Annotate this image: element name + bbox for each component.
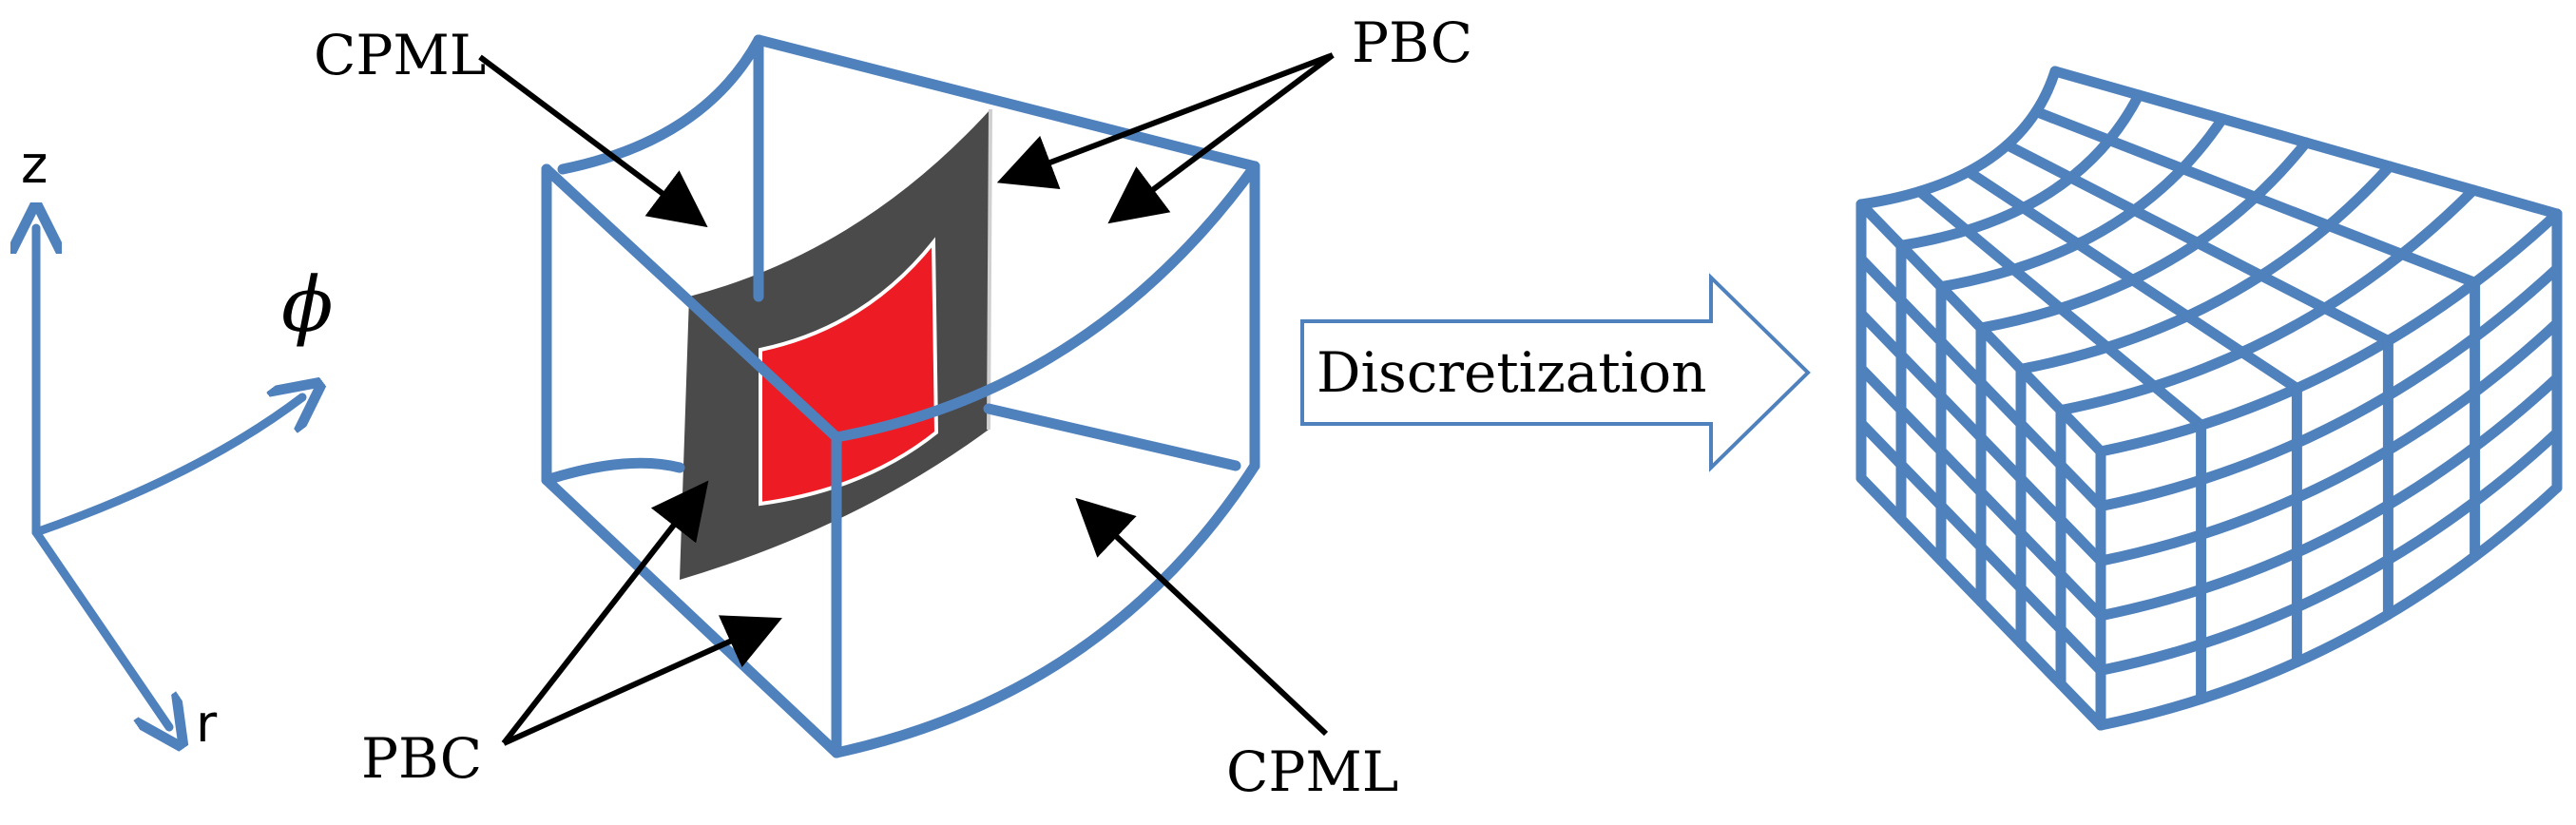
domain-bottom-back-edge <box>983 403 1241 471</box>
phi-axis-label: ϕ <box>281 260 334 349</box>
mesh-top-radial-line <box>2030 106 2481 288</box>
mesh-front-horizontal-arc <box>2095 373 2563 622</box>
label-cpml-bottom: CPML <box>1226 739 1398 804</box>
z-axis-label: z <box>21 135 48 195</box>
scatterer <box>759 237 939 507</box>
domain-top-back-edge <box>753 34 1260 172</box>
mesh-top-arc <box>1975 137 2312 334</box>
mesh-top-arc <box>2095 208 2563 457</box>
mesh-left-horizontal-line <box>1855 254 2106 512</box>
coordinate-axes: z ϕ r <box>21 135 334 754</box>
domain-front-bottom-arc <box>831 460 1260 758</box>
discretization-label: Discretization <box>1317 340 1706 405</box>
mesh-front-horizontal-arc <box>2095 427 2563 676</box>
arrow-pbc-top-left <box>996 52 1335 189</box>
mesh-top-radial-line <box>1963 166 2302 394</box>
mesh-top-arc <box>1895 89 2144 251</box>
label-cpml-top: CPML <box>314 23 486 87</box>
arrow-pbc-bottom-right <box>502 615 782 746</box>
mesh-front-horizontal-arc <box>2095 317 2563 566</box>
discretized-mesh <box>1855 66 2563 731</box>
mesh-front-horizontal-arc <box>2095 263 2563 512</box>
r-axis <box>31 528 169 727</box>
mesh-left-horizontal-line <box>1855 308 2106 566</box>
phi-axis <box>31 397 302 537</box>
arrow-cpml-top <box>478 54 708 228</box>
arrow-pbc-top-right <box>1107 52 1335 224</box>
mesh-left-horizontal-line <box>1855 363 2106 622</box>
mesh-left-horizontal-line <box>1855 417 2106 676</box>
mesh-top-arc <box>2055 184 2479 416</box>
arrow-cpml-bottom <box>1075 497 1329 737</box>
mesh-top-radial-line <box>2049 66 2563 220</box>
r-axis-label: r <box>196 694 218 754</box>
simulation-domain <box>541 34 1260 758</box>
discretization-arrow-shape <box>1300 273 1811 472</box>
mesh-top-arc <box>2015 161 2395 374</box>
domain-top-diagonal-edge <box>541 163 842 443</box>
discretization-arrow: Discretization <box>1300 273 1811 472</box>
domain-back-bottom-arc <box>541 457 685 486</box>
mesh-top-radial-line <box>2002 140 2393 347</box>
mesh-front-horizontal-arc <box>2095 482 2563 731</box>
label-pbc-bottom: PBC <box>361 726 482 791</box>
cpml-layer-edge <box>987 108 992 431</box>
label-pbc-top: PBC <box>1352 10 1472 75</box>
mesh-top-arc <box>1855 66 2061 210</box>
mesh-left-horizontal-line <box>1855 472 2106 731</box>
mesh-top-arc <box>1935 113 2228 293</box>
arrow-pbc-bottom-left <box>501 480 709 745</box>
domain-bottom-diagonal-edge <box>541 474 842 758</box>
domain-back-top-arc <box>557 34 764 175</box>
mesh-top-radial-line <box>1914 185 2207 431</box>
domain-front-top-arc <box>831 161 1260 443</box>
annotations: CPML PBC PBC CPML <box>314 10 1472 804</box>
